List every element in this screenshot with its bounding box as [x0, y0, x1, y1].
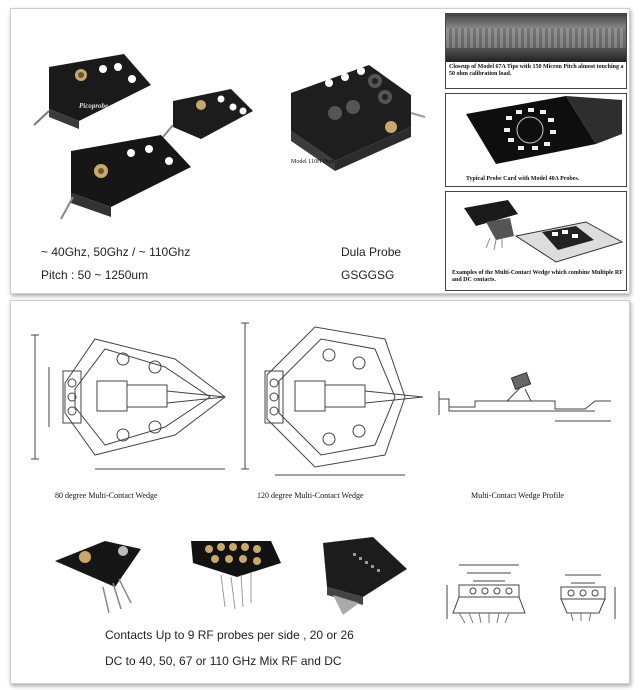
probe-photo-panel: Picoprobe Model 110H Dual Closeup of Mod…	[10, 8, 630, 294]
wedge-80-degree-caption: 80 degree Multi-Contact Wedge	[55, 491, 158, 500]
tip-closeup-photo: Closeup of Model 67A Tips with 150 Micro…	[445, 13, 627, 89]
wedge-profile-drawing	[438, 371, 611, 422]
probe-card-caption: Typical Probe Card with Model 40A Probes…	[466, 176, 580, 182]
wedge-examples-caption: Examples of the Multi-Contact Wedge whic…	[452, 270, 623, 283]
dual-probe-caption: Dula Probe	[341, 245, 402, 259]
rf-probe-small-photo	[162, 89, 253, 139]
multi-contact-wedge-photo: Examples of the Multi-Contact Wedge whic…	[445, 191, 627, 291]
frequency-range-caption: ~ 40Ghz, 50Ghz / ~ 110Ghz	[41, 245, 191, 259]
probe-brand-label: Picoprobe	[79, 102, 109, 110]
dual-probe-model-label: Model 110H Dual	[291, 159, 335, 165]
probe-dimension-drawing-1	[446, 564, 526, 624]
rf-probe-large-photo	[33, 54, 151, 129]
probe-card-illustration	[466, 96, 622, 164]
gsggsg-caption: GSGGSG	[341, 268, 395, 282]
probe-dimension-drawing-2	[560, 574, 616, 622]
wedge-photo-1	[55, 541, 141, 614]
wedge-80-degree-drawing	[31, 334, 226, 470]
wedge-drawing-panel: 80 degree Multi-Contact Wedge 120 degree…	[10, 300, 630, 684]
wedge-120-degree-caption: 120 degree Multi-Contact Wedge	[257, 491, 364, 500]
frequency-mix-caption: DC to 40, 50, 67 or 110 GHz Mix RF and D…	[105, 654, 342, 668]
wedge-120-degree-drawing	[241, 322, 424, 476]
contacts-caption: Contacts Up to 9 RF probes per side , 20…	[105, 628, 354, 642]
rf-probe-bottom-photo	[60, 135, 191, 220]
wedge-examples-illustration	[464, 200, 624, 263]
wedge-photo-2	[191, 541, 281, 610]
tip-closeup-caption: Closeup of Model 67A Tips with 150 Micro…	[449, 64, 624, 77]
dual-probe-photo	[291, 65, 426, 171]
probe-card-photo: Typical Probe Card with Model 40A Probes…	[445, 93, 627, 187]
wedge-photo-3	[323, 537, 407, 615]
pitch-range-caption: Pitch : 50 ~ 1250um	[41, 268, 149, 282]
wedge-profile-caption: Multi-Contact Wedge Profile	[471, 491, 564, 500]
